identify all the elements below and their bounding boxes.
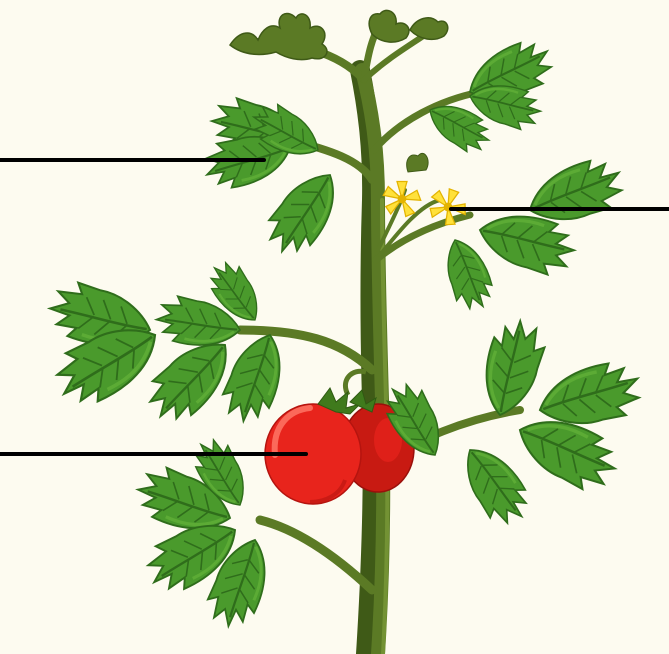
leaves-upper-left: [200, 94, 350, 263]
leaves-lower-left: [131, 433, 278, 633]
leaves-upper-right: [421, 34, 558, 159]
top-shoot: [230, 10, 448, 59]
leaves-lower-right: [377, 315, 645, 531]
leaves-large-left: [44, 256, 293, 432]
leaves-middle-right: [437, 152, 629, 314]
tomato-fruits: [265, 371, 414, 504]
